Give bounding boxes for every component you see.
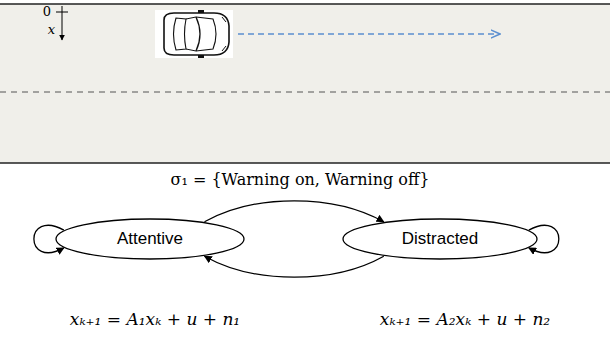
dynamics-equation: xₖ₊₁ = A₁xₖ + u + n₁ <box>70 309 240 329</box>
road-surface <box>0 4 610 163</box>
motion-arrow <box>238 33 500 35</box>
lane-divider <box>0 92 610 93</box>
state-text-holder: Distracted <box>342 218 538 260</box>
transition-arrow <box>204 256 383 277</box>
axis-label: x <box>48 22 55 37</box>
input-set-label: σ₁ = {Warning on, Warning off} <box>171 170 430 189</box>
state-name: Attentive <box>117 229 183 249</box>
state-text-holder: Attentive <box>55 218 245 260</box>
state-name: Distracted <box>402 229 479 249</box>
dynamics-equation: xₖ₊₁ = A₂xₖ + u + n₂ <box>380 309 550 329</box>
road-edge <box>0 162 610 164</box>
road-edge <box>0 3 610 5</box>
axis-arrow <box>62 6 63 40</box>
state-ellipse: Distracted <box>342 218 538 260</box>
axis-label: 0 <box>43 4 51 19</box>
transition-arrow <box>204 201 383 222</box>
state-ellipse: Attentive <box>55 218 245 260</box>
car-icon <box>155 10 233 58</box>
